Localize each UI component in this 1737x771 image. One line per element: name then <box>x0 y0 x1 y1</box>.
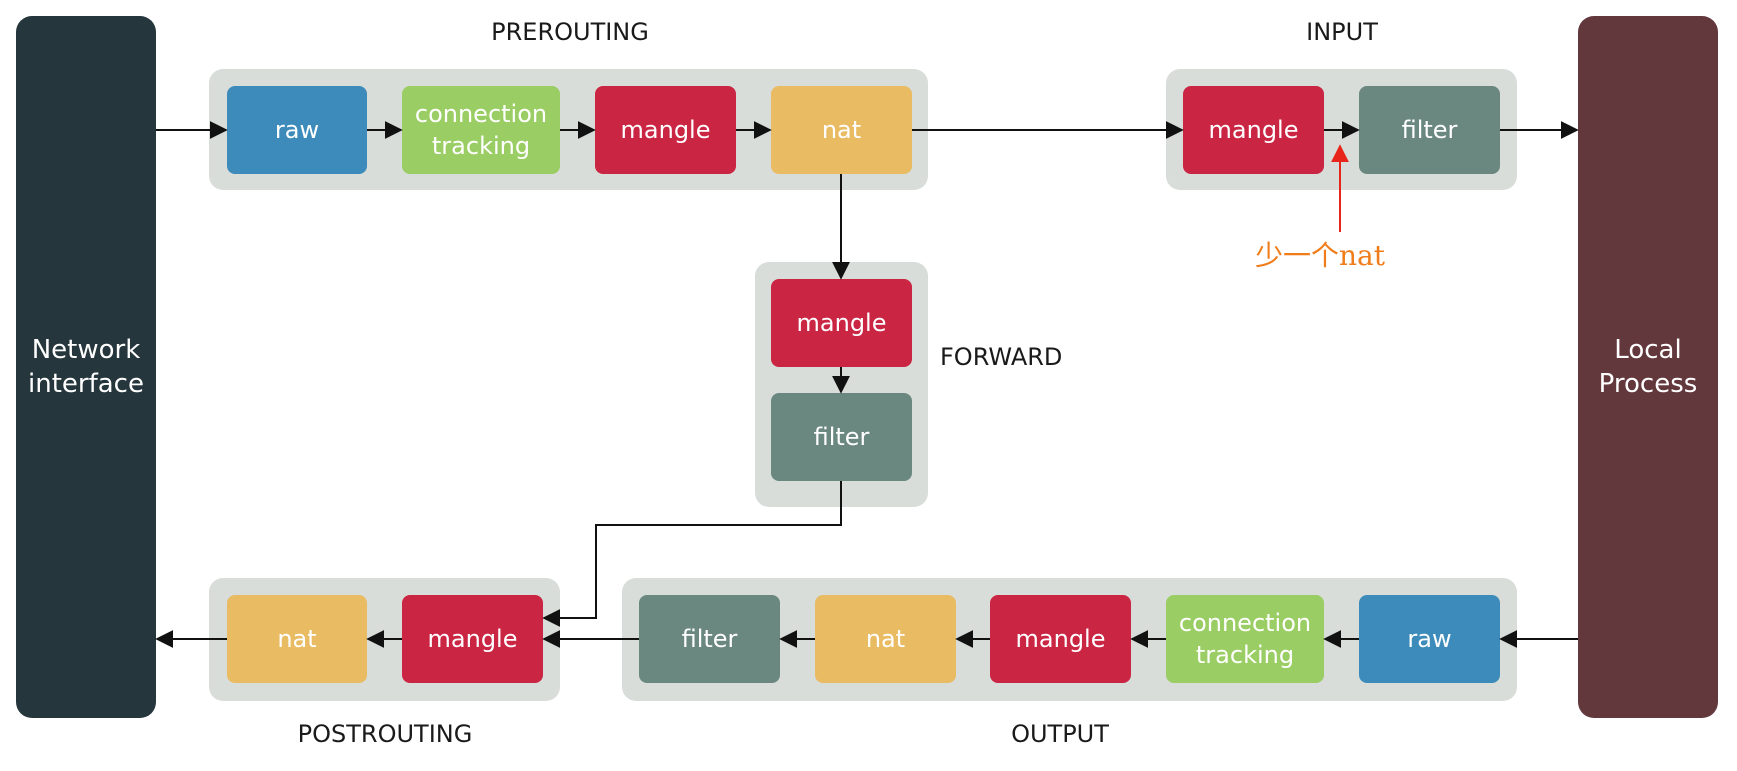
output-connection-tracking-box: connection tracking <box>1166 595 1324 683</box>
box-label: nat <box>865 625 906 653</box>
missing-nat-annotation: 少一个nat <box>1255 239 1385 272</box>
forward-label: FORWARD <box>940 343 1063 371</box>
box-label: mangle <box>796 309 887 337</box>
input-mangle-box: mangle <box>1183 86 1324 174</box>
box-label: filter <box>681 625 738 653</box>
box-label: filter <box>1401 116 1458 144</box>
postrouting-nat-box: nat <box>227 595 367 683</box>
local-process-label: Local Process <box>1598 335 1698 399</box>
postrouting-mangle-box: mangle <box>402 595 543 683</box>
prerouting-raw-box: raw <box>227 86 367 174</box>
output-filter-box: filter <box>639 595 780 683</box>
network-interface-panel: Network interface <box>16 16 156 718</box>
output-raw-box: raw <box>1359 595 1500 683</box>
input-filter-box: filter <box>1359 86 1500 174</box>
output-nat-box: nat <box>815 595 956 683</box>
box-label: mangle <box>1208 116 1299 144</box>
prerouting-nat-box: nat <box>771 86 912 174</box>
box-label: mangle <box>1015 625 1106 653</box>
prerouting-mangle-box: mangle <box>595 86 736 174</box>
local-process-panel: Local Process <box>1578 16 1718 718</box>
box-label: nat <box>821 116 862 144</box>
prerouting-connection-tracking-box: connection tracking <box>402 86 560 174</box>
output-label: OUTPUT <box>1011 720 1109 748</box>
box-label: mangle <box>427 625 518 653</box>
prerouting-label: PREROUTING <box>491 18 649 46</box>
input-label: INPUT <box>1306 18 1378 46</box>
output-mangle-box: mangle <box>990 595 1131 683</box>
postrouting-label: POSTROUTING <box>297 720 473 748</box>
box-label: raw <box>274 116 320 144</box>
forward-mangle-box: mangle <box>771 279 912 367</box>
forward-filter-box: filter <box>771 393 912 481</box>
box-label: nat <box>277 625 317 653</box>
box-label: connection tracking <box>1178 609 1312 669</box>
network-interface-label: Network interface <box>28 335 144 399</box>
box-label: filter <box>813 423 870 451</box>
box-label: raw <box>1407 625 1452 653</box>
box-label: mangle <box>620 116 711 144</box>
box-label: connection tracking <box>414 100 548 160</box>
